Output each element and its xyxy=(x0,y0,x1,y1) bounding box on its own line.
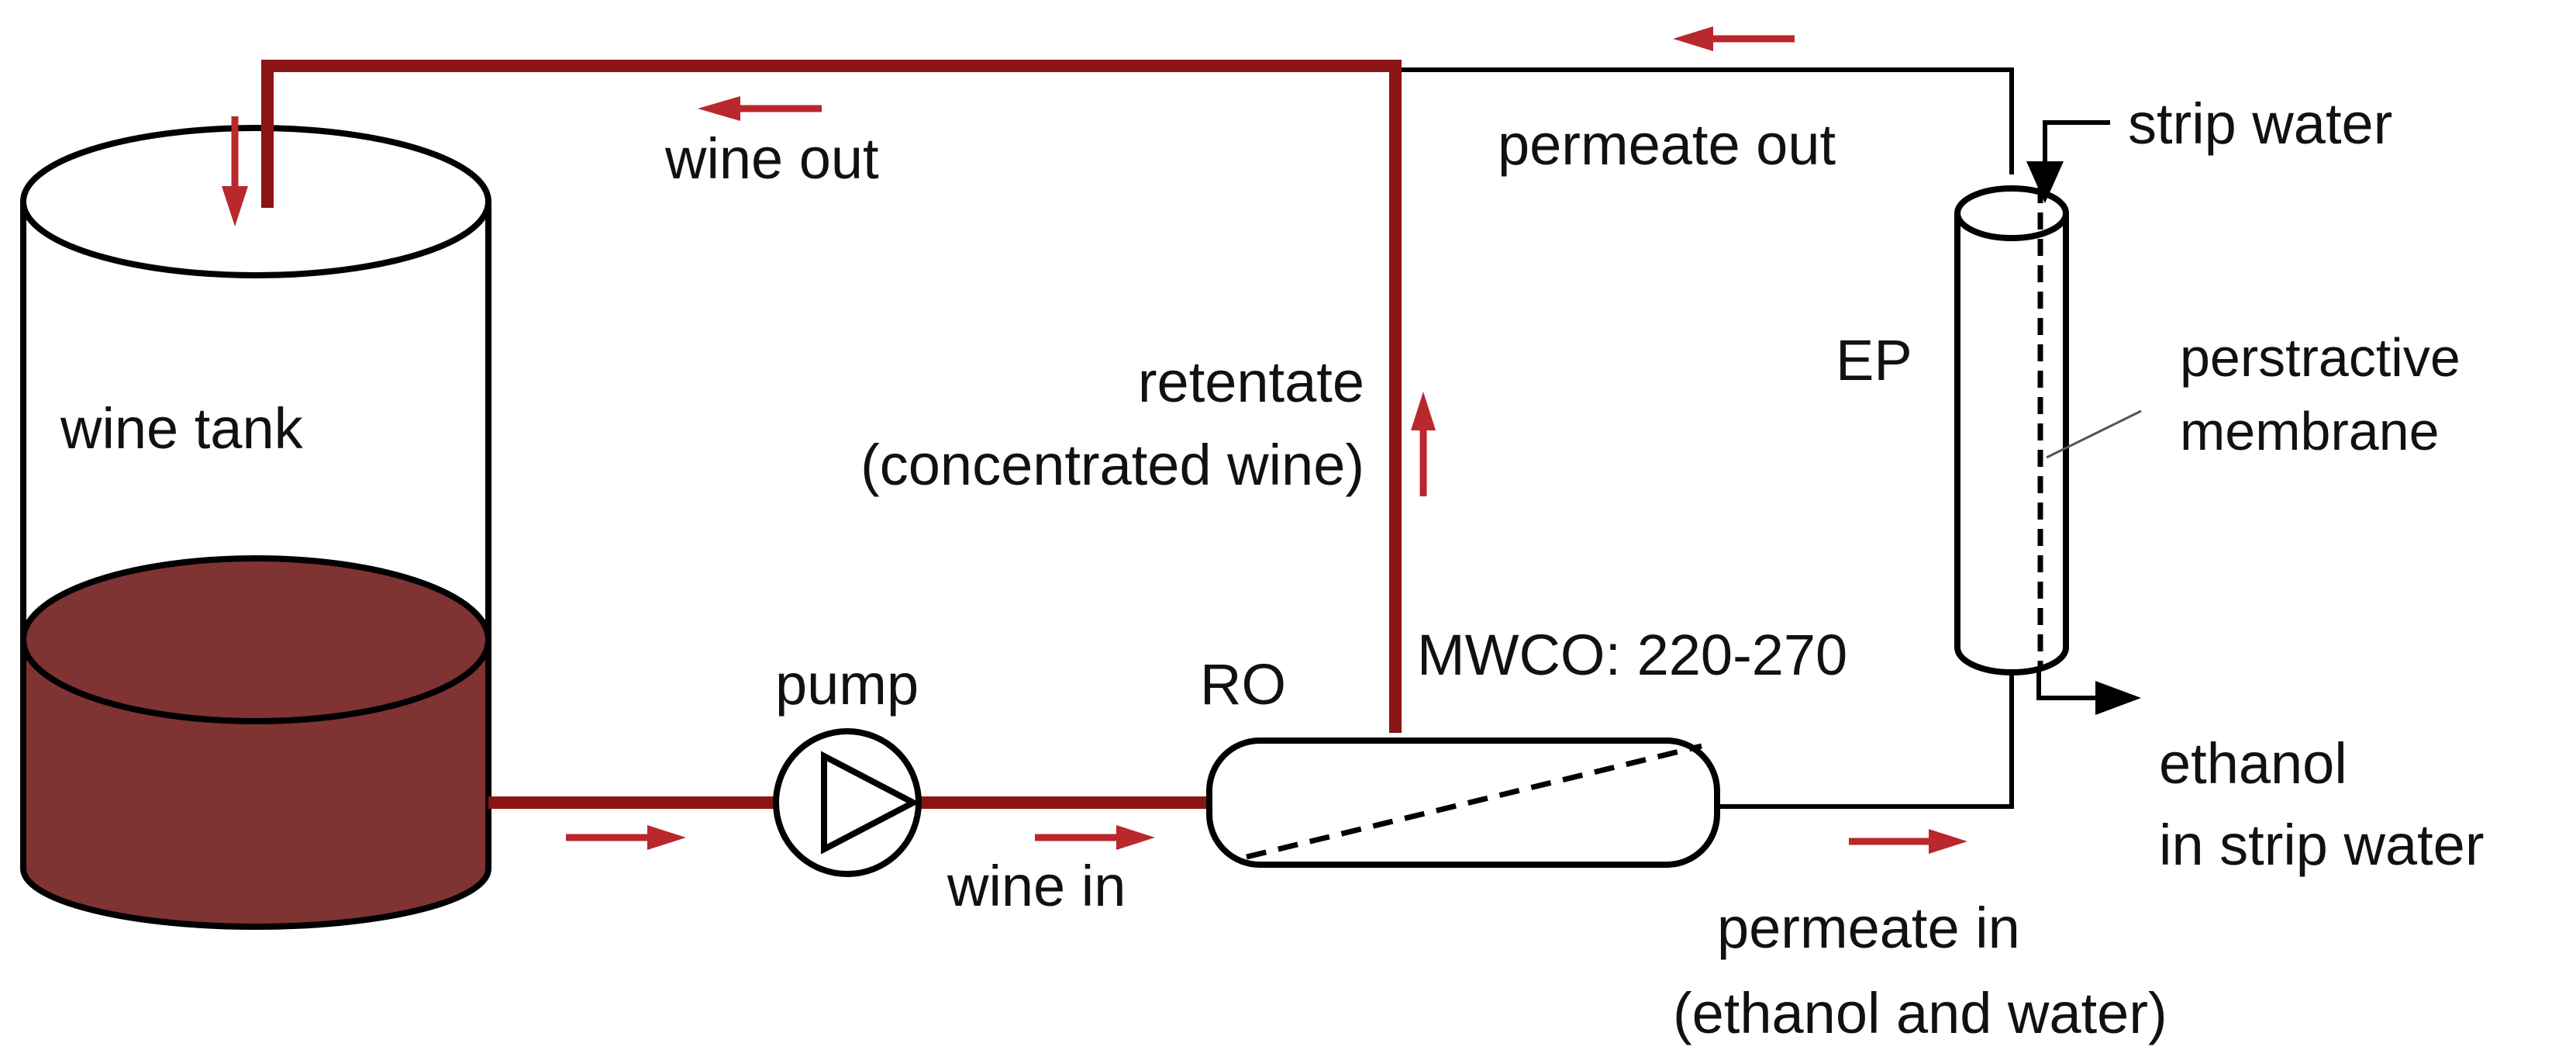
flow-arrows xyxy=(222,26,1967,854)
permeate-lines xyxy=(1402,67,2014,809)
label-wine-in: wine in xyxy=(947,854,1126,918)
label-ethanol-2: in strip water xyxy=(2159,813,2484,877)
ro-module xyxy=(1206,737,1720,868)
retentate-pipe xyxy=(261,60,1402,733)
label-retentate-2: (concentrated wine) xyxy=(860,433,1364,497)
label-mwco: MWCO: 220-270 xyxy=(1417,623,1847,687)
strip-water-arrow-icon xyxy=(2026,161,2064,203)
ethanol-outlet xyxy=(2036,668,2141,715)
flow-arrow-icon xyxy=(1849,829,1967,854)
strip-water-inlet xyxy=(2026,120,2110,203)
wine-pipes xyxy=(261,60,1402,809)
label-retentate-1: retentate xyxy=(1138,350,1364,414)
label-permeate-out: permeate out xyxy=(1498,112,1836,177)
label-ethanol-1: ethanol xyxy=(2159,731,2347,796)
label-wine-out: wine out xyxy=(664,126,879,191)
tank-rim xyxy=(20,125,491,278)
ep-column xyxy=(1954,185,2142,675)
ep-column-body xyxy=(1954,213,2069,675)
label-ep: EP xyxy=(1836,328,1912,392)
permeate-in-line xyxy=(1717,655,2014,809)
labels: wine tank wine out permeate out strip wa… xyxy=(60,92,2484,1045)
pump-symbol-icon xyxy=(773,728,922,877)
perstractive-leader-line xyxy=(2046,409,2142,459)
permeate-out-line xyxy=(1402,67,2014,174)
label-permeate-in-2: (ethanol and water) xyxy=(1673,981,2167,1045)
flow-arrow-icon xyxy=(222,116,248,226)
label-pump: pump xyxy=(775,652,919,717)
flow-arrow-icon xyxy=(1035,825,1155,850)
flow-arrow-icon xyxy=(1411,392,1436,496)
ethanol-arrow-icon xyxy=(2095,681,2141,715)
tank-bottom xyxy=(20,868,491,930)
label-permeate-in-1: permeate in xyxy=(1717,896,2020,960)
flow-arrow-icon xyxy=(1673,26,1795,51)
label-strip-water: strip water xyxy=(2128,92,2392,156)
ep-column-top xyxy=(1954,185,2069,241)
label-perstractive-2: membrane xyxy=(2180,401,2440,461)
label-ro: RO xyxy=(1200,652,1286,717)
label-wine-tank: wine tank xyxy=(60,396,304,461)
flow-arrow-icon xyxy=(698,96,822,121)
label-perstractive-1: perstractive xyxy=(2180,327,2460,388)
flow-arrow-icon xyxy=(566,825,686,850)
wine-surface xyxy=(20,555,491,724)
ro-membrane xyxy=(1246,743,1702,860)
wine-tank xyxy=(20,125,491,930)
